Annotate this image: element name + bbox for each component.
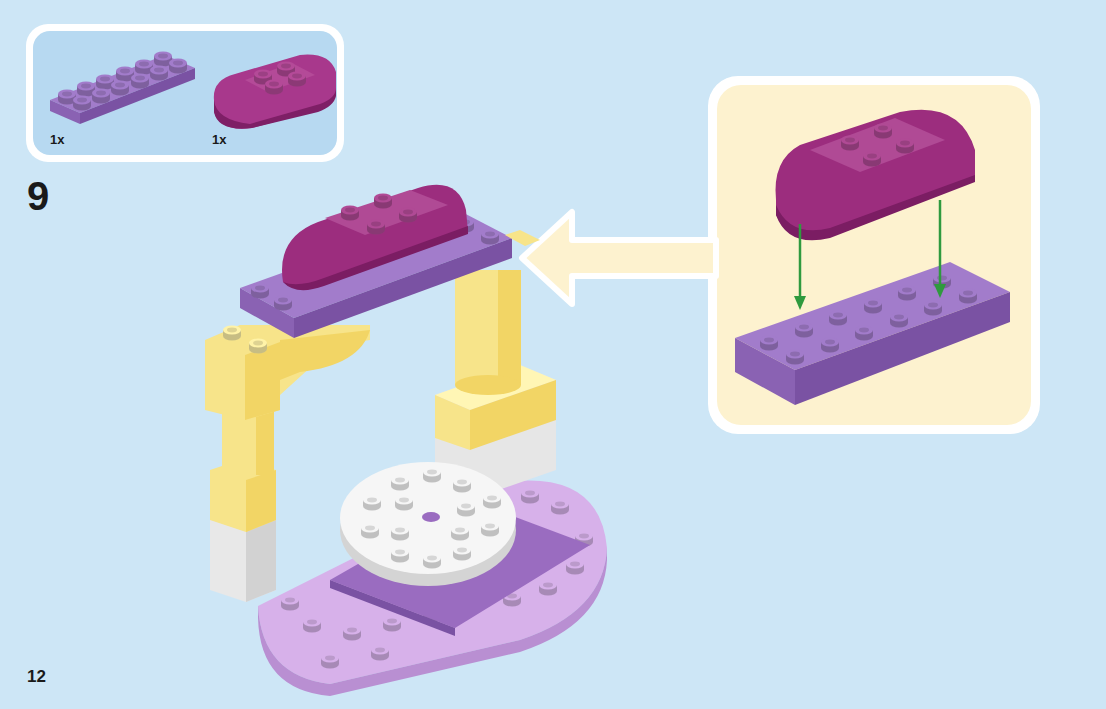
- callout-panel: [708, 76, 1040, 434]
- quantity-label: 1x: [212, 133, 226, 146]
- quantity-label: 1x: [50, 133, 64, 146]
- page-number: 12: [27, 668, 46, 685]
- pointer-arrow: [522, 212, 716, 304]
- parts-panel: [26, 24, 344, 162]
- step-number: 9: [27, 176, 49, 216]
- model: [205, 185, 607, 696]
